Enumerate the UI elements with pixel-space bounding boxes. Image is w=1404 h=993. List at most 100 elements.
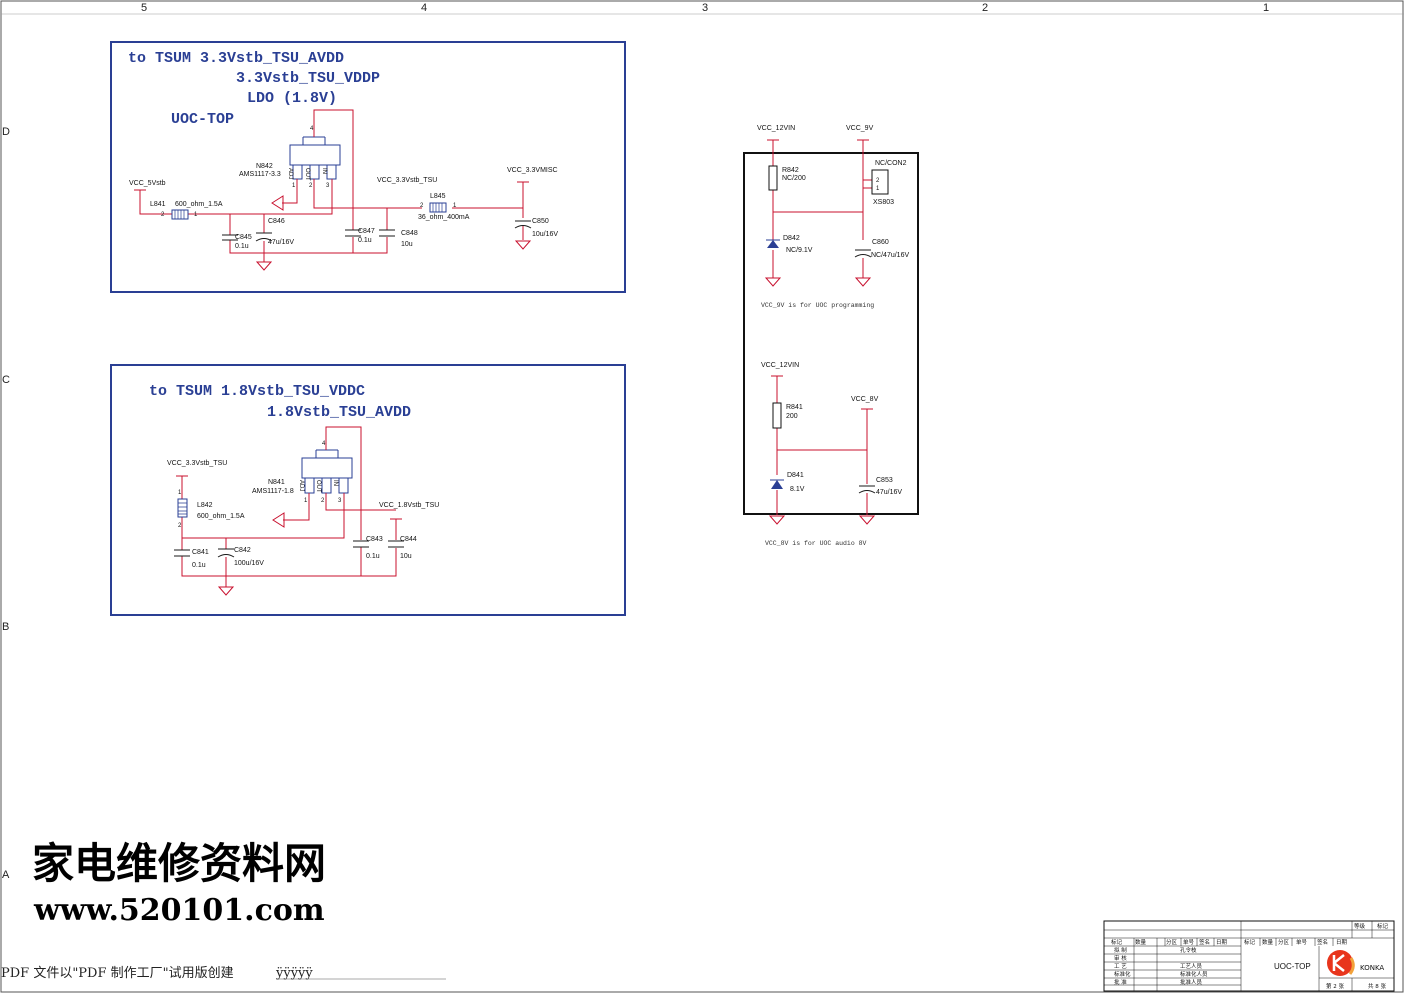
zener-d842[interactable]: D842 NC/9.1V (766, 235, 813, 254)
capacitor-c842[interactable]: C842 100u/16V (217, 547, 264, 567)
capacitor-c860[interactable]: C860 NC/47u/16V (854, 239, 909, 259)
inductor-l842[interactable]: 1 2 L842 600_ohm_1.5A (177, 490, 245, 529)
connector-xs803[interactable]: 2 1 NC/CON2 XS803 (871, 160, 907, 206)
tb-row-std: 标准化 (1114, 970, 1131, 978)
note-vcc-8v: VCC_8V is for UOC audio 8V (765, 540, 867, 547)
n842-pin-adj: ADJ (287, 168, 293, 179)
c844-ref: C844 (400, 536, 417, 543)
capacitor-c844[interactable]: C844 10u (388, 536, 417, 560)
net-vcc-9v: VCC_9V (846, 125, 874, 132)
c843-value: 0.1u (366, 553, 380, 560)
r841-value: 200 (786, 413, 798, 420)
tb-stage-label: 等级 (1354, 922, 1366, 930)
ldo-1v8-wires (176, 426, 402, 596)
xs803-pin-1: 1 (876, 186, 880, 192)
tb-page: 第 2 张 (1326, 982, 1344, 990)
n842-ref: N842 (256, 163, 273, 170)
n841-ref: N841 (268, 479, 285, 486)
capacitor-c845[interactable]: C845 0.1u (222, 234, 252, 250)
d842-value: NC/9.1V (786, 247, 813, 254)
tb-sheet-title: UOC-TOP (1274, 962, 1311, 971)
capacitor-c847[interactable]: C847 0.1u (345, 228, 375, 244)
tb-hdr-doc-2: 单号 (1296, 938, 1308, 946)
resistor-r842[interactable]: R842 NC/200 (768, 165, 806, 191)
c845-value: 0.1u (235, 243, 249, 250)
grid-col-4: 4 (421, 2, 427, 14)
xs803-pin-2: 2 (876, 178, 880, 184)
l842-pin-2: 2 (178, 523, 182, 529)
c853-value: 47u/16V (876, 489, 902, 496)
grid-col-1: 1 (1263, 2, 1269, 14)
n841-pin-1: 1 (304, 498, 308, 504)
capacitor-c841[interactable]: C841 0.1u (174, 549, 209, 569)
konka-logo-icon (1327, 950, 1355, 976)
r842-ref: R842 (782, 167, 799, 174)
n842-pin-out: OUT (304, 168, 310, 181)
capacitor-c853[interactable]: C853 47u/16V (858, 477, 902, 496)
c846-value: 47u/16V (268, 239, 294, 246)
uoc-supply-frame (743, 152, 919, 515)
tb-hdr-qty: 数量 (1135, 938, 1147, 946)
zener-d841[interactable]: D841 8.1V (770, 472, 805, 493)
watermark-url: www.520101.com (33, 893, 325, 928)
n842-pin-2: 2 (309, 183, 313, 189)
c860-ref: C860 (872, 239, 889, 246)
n842-part: AMS1117-3.3 (239, 171, 281, 178)
c845-ref: C845 (235, 234, 252, 241)
c847-value: 0.1u (358, 237, 372, 244)
footer-pdf-note: PDF 文件以"PDF 制作工厂"试用版创建 (1, 966, 234, 981)
capacitor-c850[interactable]: C850 10u/16V (514, 218, 558, 238)
l842-value: 600_ohm_1.5A (197, 513, 245, 520)
tb-hdr-zone: 分区 (1166, 938, 1178, 946)
tb-hdr-zone-2: 分区 (1278, 938, 1290, 946)
inductor-l841[interactable]: L841 600_ohm_1.5A 2 1 (150, 201, 223, 220)
n841-pin-adj: ADJ (298, 480, 304, 491)
capacitor-c846[interactable]: C846 47u/16V (255, 218, 294, 246)
inductor-l845[interactable]: L845 36_ohm_400mA 2 1 (418, 193, 470, 221)
tb-person-approve: 批准人员 (1180, 978, 1203, 986)
l841-pin-2: 2 (161, 212, 165, 218)
ldo-3v3-title-3: LDO (1.8V) (247, 90, 337, 107)
net-vcc-8v: VCC_8V (851, 396, 879, 403)
note-vcc-9v: VCC_9V is for UOC programming (761, 302, 874, 309)
uoc-supply-wires (764, 139, 876, 525)
n842-pin-in: IN (321, 168, 327, 174)
net-vcc-3v3vstb-tsu-in: VCC_3.3Vstb_TSU (167, 460, 227, 467)
r842-value: NC/200 (782, 175, 806, 182)
grid-row-d: D (2, 126, 10, 138)
regulator-n841[interactable]: ADJ OUT IN 4 1 2 3 N841 AMS1117-1.8 (252, 441, 353, 504)
capacitor-c843[interactable]: C843 0.1u (353, 536, 383, 560)
footer-mark: ÿÿÿÿÿ (275, 966, 313, 981)
tb-hdr-date-2: 日期 (1336, 939, 1348, 946)
tb-hdr-date: 日期 (1216, 939, 1228, 946)
tb-row-review: 审 核 (1114, 954, 1127, 962)
c847-ref: C847 (358, 228, 375, 235)
c841-value: 0.1u (192, 562, 206, 569)
xs803-ref: XS803 (873, 199, 894, 206)
net-vcc-12vin-a: VCC_12VIN (757, 125, 795, 132)
resistor-r841[interactable]: R841 200 (772, 402, 803, 429)
n841-pin-3: 3 (338, 498, 342, 504)
net-vcc-3v3vmisc: VCC_3.3VMISC (507, 167, 558, 174)
ldo-1v8-block: to TSUM 1.8Vstb_TSU_VDDC 1.8Vstb_TSU_AVD… (110, 364, 626, 616)
ldo-3v3-block: to TSUM 3.3Vstb_TSU_AVDD 3.3Vstb_TSU_VDD… (110, 41, 626, 293)
tb-row-approve: 批 准 (1114, 978, 1127, 986)
c843-ref: C843 (366, 536, 383, 543)
n842-pin-3: 3 (326, 183, 330, 189)
c844-value: 10u (400, 553, 412, 560)
c850-value: 10u/16V (532, 231, 558, 238)
regulator-n842[interactable]: ADJ OUT IN 4 1 2 3 N842 AMS1117-3.3 (239, 126, 341, 189)
tb-hdr-doc: 单号 (1183, 938, 1195, 946)
tb-person-std: 标准化人员 (1180, 970, 1208, 978)
c853-ref: C853 (876, 477, 893, 484)
capacitor-c848[interactable]: C848 10u (379, 229, 418, 248)
net-vcc-5vstb: VCC_5Vstb (129, 180, 166, 187)
c848-value: 10u (401, 241, 413, 248)
grid-row-a: A (2, 869, 10, 881)
n842-pin-4: 4 (310, 126, 314, 132)
ldo-3v3-wires (134, 109, 532, 271)
net-vcc-12vin-b: VCC_12VIN (761, 362, 799, 369)
c841-ref: C841 (192, 549, 209, 556)
